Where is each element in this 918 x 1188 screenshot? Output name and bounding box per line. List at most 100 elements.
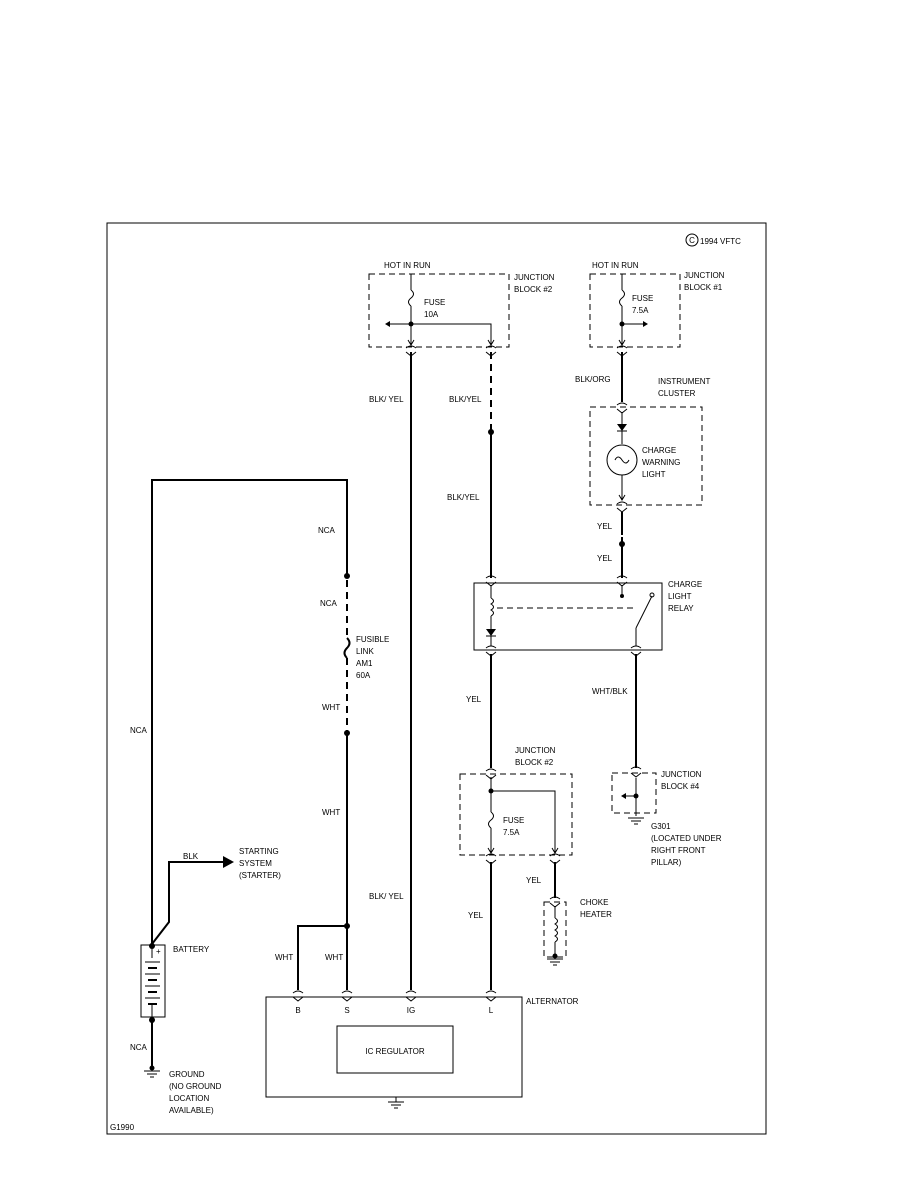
fuse-7-5a-label2: 7.5A — [632, 306, 649, 315]
jb4-label-2: BLOCK #4 — [661, 782, 700, 791]
label-yel-1: YEL — [597, 522, 613, 531]
ground-label-1: GROUND — [169, 1070, 205, 1079]
cluster-label-1: INSTRUMENT — [658, 377, 711, 386]
fuse-7-5a-b-symbol — [488, 811, 494, 829]
label-nca-2: NCA — [320, 599, 338, 608]
terminal-l: L — [489, 1006, 494, 1015]
cluster-label-2: CLUSTER — [658, 389, 696, 398]
copyright-mark: C 1994 VFTC — [685, 233, 741, 247]
choke-label-1: CHOKE — [580, 898, 608, 907]
wire-nca-main — [151, 479, 348, 944]
arrow-right-icon — [223, 856, 234, 868]
jb2-label-line1: JUNCTION — [514, 273, 555, 282]
heater-coil-icon — [554, 917, 558, 943]
label-wht-2: WHT — [322, 808, 340, 817]
label-wht-b: WHT — [275, 953, 293, 962]
figure-id: G1990 — [110, 1123, 135, 1132]
battery-icon — [140, 944, 166, 1018]
fuse-7-5a-symbol — [619, 289, 625, 307]
label-yel-2: YEL — [597, 554, 613, 563]
label-yel-relay: YEL — [466, 695, 482, 704]
jb1-label-line2: BLOCK #1 — [684, 283, 723, 292]
label-blk: BLK — [183, 852, 199, 861]
jb4-label-1: JUNCTION — [661, 770, 702, 779]
jb1-label-line1: JUNCTION — [684, 271, 725, 280]
choke-label-2: HEATER — [580, 910, 612, 919]
starting-label-1: STARTING — [239, 847, 279, 856]
label-blk-yel-1: BLK/YEL — [449, 395, 482, 404]
battery: + BATTERY — [140, 943, 210, 1023]
junction-block-2-bottom: JUNCTION BLOCK #2 FUSE 7.5A — [459, 746, 573, 865]
label-wht-blk: WHT/BLK — [592, 687, 628, 696]
battery-plus: + — [156, 947, 161, 956]
relay-coil-icon — [490, 597, 494, 617]
alternator-box — [265, 996, 523, 1098]
junction-block-1: HOT IN RUN JUNCTION BLOCK #1 FUSE 7.5A — [589, 261, 725, 357]
warning-light-label-3: LIGHT — [642, 470, 666, 479]
instrument-cluster: INSTRUMENT CLUSTER CHARGE WARNING LIGHT — [589, 377, 711, 513]
fuse-7-5a-b-label1: FUSE — [503, 816, 524, 825]
relay-switch-icon — [635, 595, 653, 629]
fusible-link-icon — [343, 637, 351, 659]
label-nca-1: NCA — [318, 526, 336, 535]
jb1-hot-in-run: HOT IN RUN — [592, 261, 639, 270]
jb2b-label-2: BLOCK #2 — [515, 758, 554, 767]
junction-block-4: JUNCTION BLOCK #4 G301 (LOCATED UNDER RI… — [611, 766, 722, 867]
label-blk-org: BLK/ORG — [575, 375, 611, 384]
fusible-label-1: FUSIBLE — [356, 635, 389, 644]
label-nca-left: NCA — [130, 726, 148, 735]
copyright-text: 1994 VFTC — [700, 237, 741, 246]
terminal-ig: IG — [407, 1006, 415, 1015]
svg-text:C: C — [689, 236, 695, 245]
alternator-label: ALTERNATOR — [526, 997, 579, 1006]
starting-label-2: SYSTEM — [239, 859, 272, 868]
jb2-label-line2: BLOCK #2 — [514, 285, 553, 294]
ground-icon — [144, 1065, 160, 1078]
g301-label-4: PILLAR) — [651, 858, 682, 867]
label-yel-l: YEL — [468, 911, 484, 920]
label-wht-s: WHT — [325, 953, 343, 962]
relay-label-1: CHARGE — [668, 580, 702, 589]
ic-regulator-box — [336, 1025, 454, 1074]
terminal-s: S — [344, 1006, 349, 1015]
fusible-label-2: LINK — [356, 647, 374, 656]
warning-light-label-1: CHARGE — [642, 446, 676, 455]
relay-diode-icon — [486, 629, 496, 636]
relay-label-3: RELAY — [668, 604, 694, 613]
ic-regulator-label: IC REGULATOR — [365, 1047, 424, 1056]
fuse-10a-symbol — [408, 289, 414, 307]
ground-label-3: LOCATION — [169, 1094, 210, 1103]
choke-heater: CHOKE HEATER — [543, 896, 612, 966]
label-wht-1: WHT — [322, 703, 340, 712]
label-nca-ground: NCA — [130, 1043, 148, 1052]
starting-label-3: (STARTER) — [239, 871, 281, 880]
fuse-10a-label2: 10A — [424, 310, 439, 319]
wire-blk-starter — [151, 861, 232, 945]
junction-block-2-top: HOT IN RUN JUNCTION BLOCK #2 FUSE 10A — [368, 261, 555, 357]
fusible-label-4: 60A — [356, 671, 371, 680]
warning-light-label-2: WARNING — [642, 458, 680, 467]
jb2-hot-in-run: HOT IN RUN — [384, 261, 431, 270]
label-blk-yel-ig2: BLK/ YEL — [369, 892, 404, 901]
fusible-link: FUSIBLE LINK AM1 60A — [343, 635, 389, 680]
g301-label-2: (LOCATED UNDER — [651, 834, 722, 843]
fuse-7-5a-b-label2: 7.5A — [503, 828, 520, 837]
label-yel-choke: YEL — [526, 876, 542, 885]
diagram-frame — [106, 222, 767, 1135]
alternator: B S IG L IC REGULATOR ALTERNATOR — [265, 990, 579, 1109]
fuse-10a-label1: FUSE — [424, 298, 445, 307]
jb2b-label-1: JUNCTION — [515, 746, 556, 755]
charge-light-relay: CHARGE LIGHT RELAY — [473, 575, 702, 657]
g301-label-3: RIGHT FRONT — [651, 846, 706, 855]
ground-label-2: (NO GROUND — [169, 1082, 222, 1091]
relay-label-2: LIGHT — [668, 592, 692, 601]
fusible-label-3: AM1 — [356, 659, 373, 668]
terminal-b: B — [295, 1006, 300, 1015]
wire-wht-b — [297, 925, 347, 990]
fuse-7-5a-label1: FUSE — [632, 294, 653, 303]
label-blk-yel-ig: BLK/ YEL — [369, 395, 404, 404]
g301-label-1: G301 — [651, 822, 671, 831]
label-blk-yel-2: BLK/YEL — [447, 493, 480, 502]
diode-icon — [617, 424, 627, 431]
